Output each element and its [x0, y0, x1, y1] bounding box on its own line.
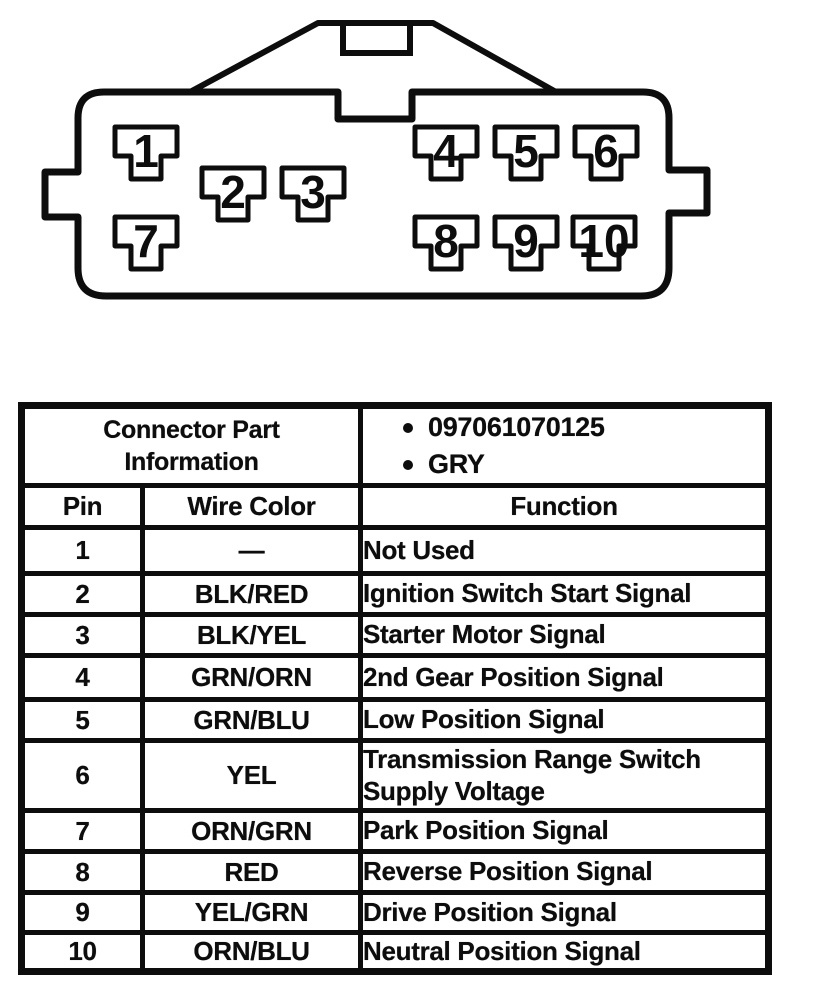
wire-color-cell: GRN/BLU — [140, 697, 363, 743]
function-cell: Low Position Signal — [358, 697, 771, 743]
function-cell: Not Used — [358, 525, 771, 576]
pin-cavity-outline — [279, 165, 347, 223]
pin-cavity-outline — [412, 124, 480, 182]
pin-cavity: 3 — [279, 165, 347, 223]
pin-cavity-group: 1 2 3 4 5 6 7 8 9 10 — [112, 124, 640, 272]
bullet-icon — [403, 422, 413, 433]
wire-color-cell: ORN/BLU — [140, 930, 363, 974]
pin-cavity-outline — [412, 214, 480, 272]
pin-cavity: 7 — [112, 214, 180, 272]
pin-cavity-outline — [492, 124, 560, 182]
pin-number-label: 1 — [133, 125, 159, 177]
wire-color-cell: ORN/GRN — [140, 808, 363, 854]
part-number-text: 097061070125 — [428, 412, 605, 442]
pin-cavity-outline — [572, 124, 640, 182]
pin-cell: 10 — [19, 930, 145, 974]
table-row: 8 RED Reverse Position Signal — [19, 849, 771, 895]
function-cell: Starter Motor Signal — [358, 612, 771, 658]
function-cell: 2nd Gear Position Signal — [358, 653, 771, 702]
table-row: 9 YEL/GRN Drive Position Signal — [19, 890, 771, 935]
pin-cavity-outline — [112, 214, 180, 272]
pin-cavity: 2 — [199, 165, 267, 223]
function-cell: Transmission Range Switch Supply Voltage — [358, 738, 771, 813]
table-row: 1 — Not Used — [19, 525, 771, 576]
pin-cell: 4 — [19, 653, 145, 702]
bullet-icon — [403, 459, 413, 470]
pin-cell: 7 — [19, 808, 145, 854]
connector-diagram: 1 2 3 4 5 6 7 8 9 10 — [0, 0, 816, 350]
table-row: 10 ORN/BLU Neutral Position Signal — [19, 930, 771, 974]
pin-number-label: 4 — [433, 125, 459, 177]
pin-number-label: 8 — [433, 215, 459, 267]
wire-color-cell: YEL/GRN — [140, 890, 363, 935]
pin-number-label: 3 — [300, 166, 326, 218]
table-row: 4 GRN/ORN 2nd Gear Position Signal — [19, 653, 771, 702]
pin-cell: 5 — [19, 697, 145, 743]
table-row: 2 BLK/RED Ignition Switch Start Signal — [19, 571, 771, 617]
pin-number-label: 9 — [513, 215, 539, 267]
table-row: 7 ORN/GRN Park Position Signal — [19, 808, 771, 854]
pin-cell: 2 — [19, 571, 145, 617]
pin-cavity: 4 — [412, 124, 480, 182]
pin-cavity-outline — [112, 124, 180, 182]
part-number-item: 097061070125 — [403, 411, 764, 447]
pin-cavity-outline — [199, 165, 267, 223]
part-info-values-cell: 097061070125 GRY — [358, 403, 771, 488]
pin-cell: 9 — [19, 890, 145, 935]
pin-cell: 6 — [19, 738, 145, 813]
pin-cavity: 9 — [492, 214, 560, 272]
part-info-header-cell: Connector Part Information — [19, 403, 363, 488]
pin-column-header: Pin — [19, 483, 145, 530]
function-column-header: Function — [358, 483, 771, 530]
connector-color-text: GRY — [428, 449, 485, 479]
connector-face-svg: 1 2 3 4 5 6 7 8 9 10 — [41, 20, 711, 300]
function-cell: Ignition Switch Start Signal — [358, 571, 771, 617]
wire-color-column-header: Wire Color — [140, 483, 363, 530]
wire-color-cell: — — [140, 525, 363, 576]
part-info-title: Connector Part Information — [103, 415, 280, 477]
function-cell: Drive Position Signal — [358, 890, 771, 935]
function-cell: Reverse Position Signal — [358, 849, 771, 895]
part-info-list: 097061070125 GRY — [366, 411, 764, 481]
pin-cavity: 10 — [570, 214, 638, 272]
pin-number-label: 6 — [593, 125, 619, 177]
pin-number-label: 7 — [133, 215, 159, 267]
pin-cell: 8 — [19, 849, 145, 895]
pin-cavity-outline — [570, 214, 638, 272]
pin-cavity: 1 — [112, 124, 180, 182]
pin-cavity-outline — [492, 214, 560, 272]
table-row: 6 YEL Transmission Range Switch Supply V… — [19, 738, 771, 813]
wire-color-cell: YEL — [140, 738, 363, 813]
connector-color-item: GRY — [403, 446, 764, 481]
table-row: 5 GRN/BLU Low Position Signal — [19, 697, 771, 743]
connector-lock-tab — [340, 20, 413, 56]
part-info-row: Connector Part Information 097061070125 … — [19, 403, 771, 488]
pin-cavity: 5 — [492, 124, 560, 182]
wire-color-cell: BLK/YEL — [140, 612, 363, 658]
pin-number-label: 10 — [578, 215, 629, 267]
pin-cavity: 8 — [412, 214, 480, 272]
connector-pinout-table: Connector Part Information 097061070125 … — [18, 402, 772, 975]
pin-cell: 1 — [19, 525, 145, 576]
table-row: 3 BLK/YEL Starter Motor Signal — [19, 612, 771, 658]
function-cell: Neutral Position Signal — [358, 930, 771, 974]
wire-color-cell: GRN/ORN — [140, 653, 363, 702]
pin-number-label: 5 — [513, 125, 539, 177]
column-header-row: Pin Wire Color Function — [19, 483, 771, 530]
wire-color-cell: RED — [140, 849, 363, 895]
pin-cavity: 6 — [572, 124, 640, 182]
function-cell: Park Position Signal — [358, 808, 771, 854]
pin-number-label: 2 — [220, 166, 246, 218]
wire-color-cell: BLK/RED — [140, 571, 363, 617]
pin-cell: 3 — [19, 612, 145, 658]
